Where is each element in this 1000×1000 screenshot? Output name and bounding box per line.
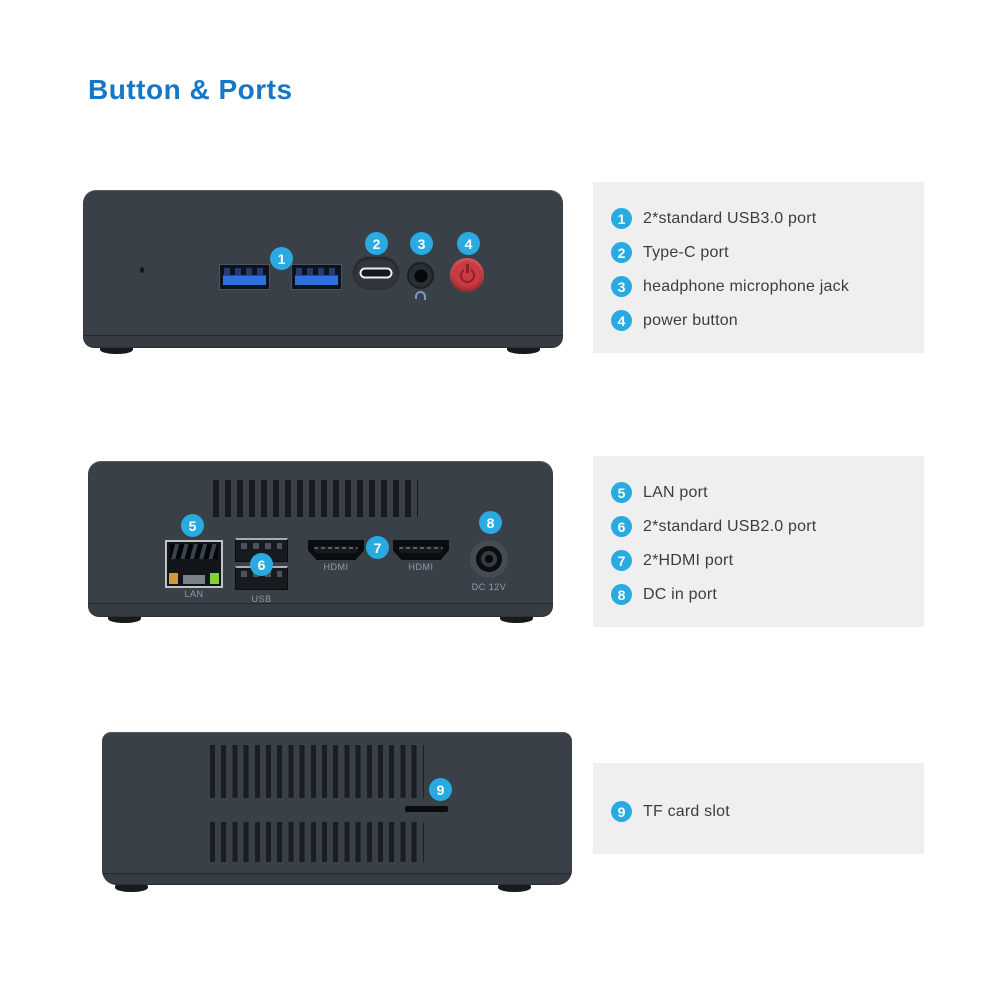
dc-in-port-icon — [470, 540, 508, 578]
vent-grille-icon — [210, 822, 424, 862]
legend-item: 2 Type-C port — [611, 242, 924, 263]
hdmi-port-icon — [393, 540, 449, 560]
legend-number-badge: 1 — [611, 208, 632, 229]
legend-number-badge: 4 — [611, 310, 632, 331]
rubber-foot — [108, 613, 141, 623]
legend-label: TF card slot — [643, 802, 730, 820]
rubber-foot — [115, 882, 148, 892]
usb3-port-icon — [219, 264, 270, 290]
lan-led-green — [210, 573, 219, 584]
callout-7: 7 — [366, 536, 389, 559]
device-back-view: LAN USB HDMI HDMI DC 12V 5 6 7 8 — [88, 461, 553, 623]
lan-clip — [183, 575, 205, 584]
usb-port-label: USB — [251, 594, 272, 604]
legend-number-badge: 8 — [611, 584, 632, 605]
usb3-port-icon — [291, 264, 342, 290]
legend-number-badge: 5 — [611, 482, 632, 503]
hdmi-port-icon — [308, 540, 364, 560]
rubber-foot — [100, 344, 133, 354]
legend-item: 9 TF card slot — [611, 801, 924, 822]
rubber-foot — [500, 613, 533, 623]
device-base — [88, 603, 553, 617]
lan-contacts — [170, 544, 218, 559]
mini-pc-back-panel: LAN USB HDMI HDMI DC 12V 5 6 7 8 — [88, 461, 553, 617]
hdmi-right-label: HDMI — [408, 562, 434, 572]
legend-item: 6 2*standard USB2.0 port — [611, 516, 924, 537]
callout-2: 2 — [365, 232, 388, 255]
callout-6: 6 — [250, 553, 273, 576]
mini-pc-bottom-panel: 9 — [102, 732, 572, 885]
lan-port-label: LAN — [184, 589, 204, 599]
legend-label: 2*HDMI port — [643, 551, 734, 569]
headphone-jack-icon — [407, 262, 434, 289]
vent-grille-icon — [210, 745, 424, 798]
legend-panel-back: 5 LAN port 6 2*standard USB2.0 port 7 2*… — [593, 456, 924, 627]
lan-port-icon — [165, 540, 223, 588]
mini-pc-front-panel: 1 2 3 4 — [83, 190, 563, 348]
legend-item: 1 2*standard USB3.0 port — [611, 208, 924, 229]
device-base — [102, 873, 572, 885]
legend-number-badge: 9 — [611, 801, 632, 822]
headphone-icon — [415, 291, 426, 300]
mic-pinhole — [140, 267, 144, 273]
device-base — [83, 335, 563, 348]
legend-label: headphone microphone jack — [643, 277, 850, 295]
legend-item: 3 headphone microphone jack — [611, 276, 924, 297]
legend-item: 8 DC in port — [611, 584, 924, 605]
power-button — [450, 258, 484, 292]
legend-panel-front: 1 2*standard USB3.0 port 2 Type-C port 3… — [593, 182, 924, 353]
legend-label: DC in port — [643, 585, 718, 603]
legend-item: 5 LAN port — [611, 482, 924, 503]
hdmi-left-label: HDMI — [323, 562, 349, 572]
callout-9: 9 — [429, 778, 452, 801]
tf-card-slot-icon — [405, 806, 448, 812]
page-title: Button & Ports — [88, 74, 293, 105]
dc-pin — [485, 555, 493, 563]
device-front-view: 1 2 3 4 — [83, 190, 563, 354]
lan-led-amber — [169, 573, 178, 584]
callout-8: 8 — [479, 511, 502, 534]
rubber-foot — [507, 344, 540, 354]
callout-4: 4 — [457, 232, 480, 255]
device-bottom-view: 9 — [102, 732, 572, 892]
rubber-foot — [498, 882, 531, 892]
legend-panel-bottom: 9 TF card slot — [593, 763, 924, 854]
legend-number-badge: 6 — [611, 516, 632, 537]
dc-port-label: DC 12V — [471, 582, 507, 592]
legend-number-badge: 2 — [611, 242, 632, 263]
power-icon — [459, 264, 475, 283]
legend-label: 2*standard USB2.0 port — [643, 517, 817, 535]
legend-item: 4 power button — [611, 310, 924, 331]
callout-5: 5 — [181, 514, 204, 537]
type-c-connector — [359, 267, 393, 279]
legend-label: power button — [643, 311, 738, 329]
legend-number-badge: 7 — [611, 550, 632, 571]
callout-1: 1 — [270, 247, 293, 270]
legend-label: LAN port — [643, 483, 708, 501]
vent-grille-icon — [213, 480, 418, 517]
legend-label: 2*standard USB3.0 port — [643, 209, 817, 227]
callout-3: 3 — [410, 232, 433, 255]
legend-item: 7 2*HDMI port — [611, 550, 924, 571]
legend-number-badge: 3 — [611, 276, 632, 297]
legend-label: Type-C port — [643, 243, 729, 261]
type-c-port-icon — [353, 257, 399, 289]
